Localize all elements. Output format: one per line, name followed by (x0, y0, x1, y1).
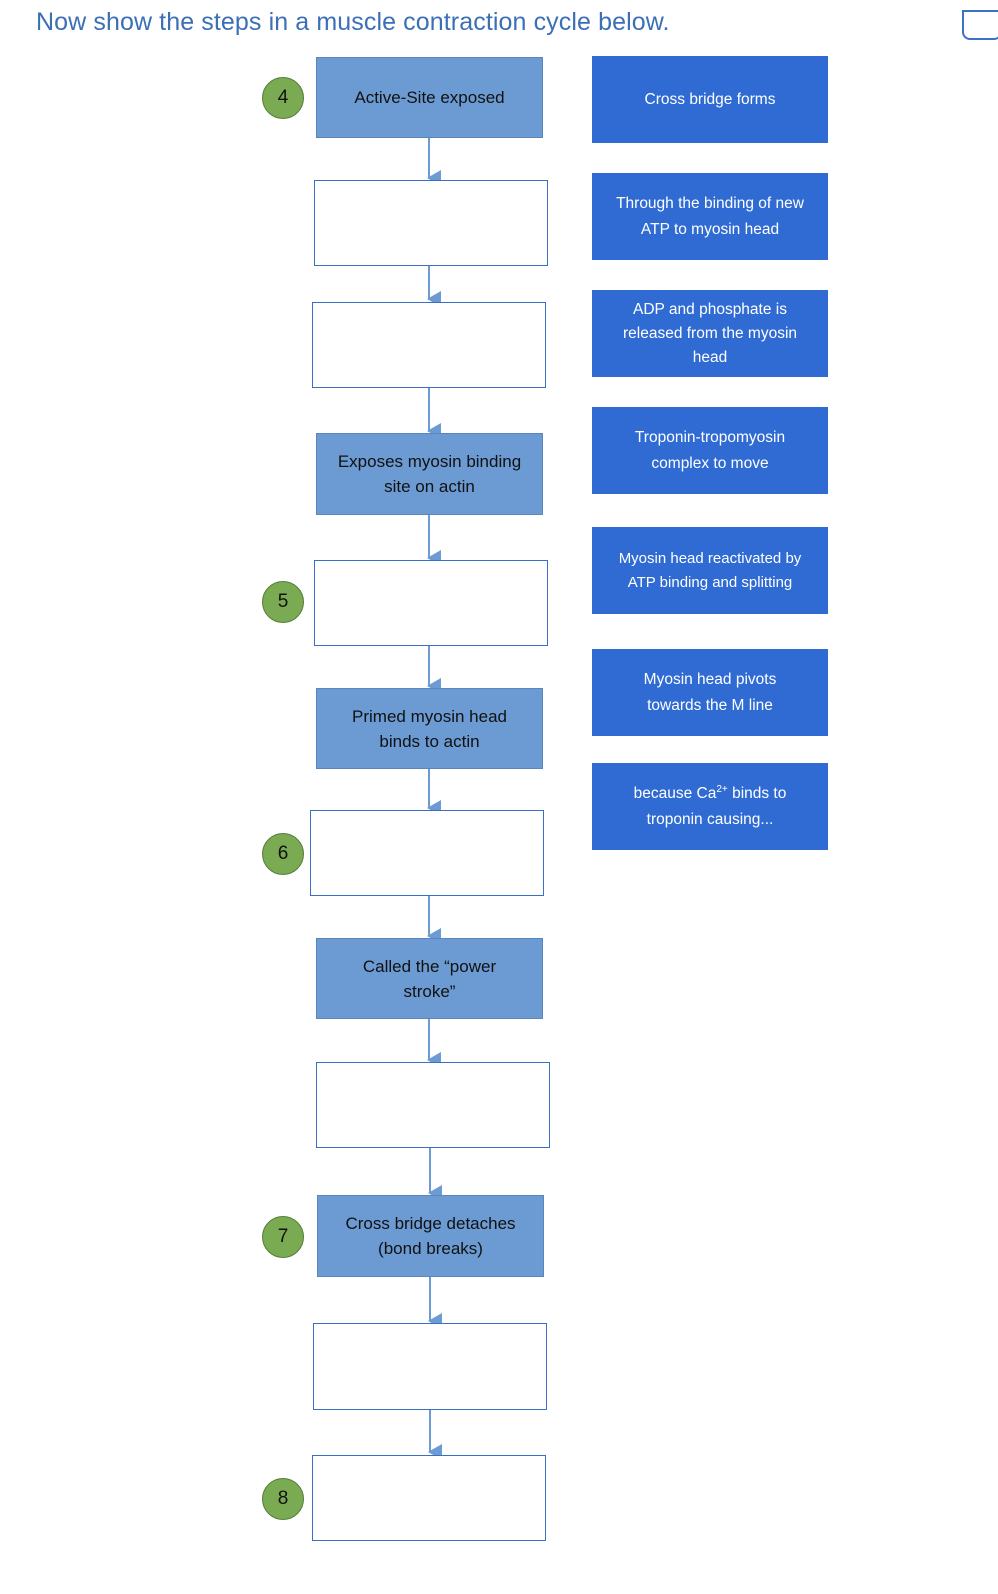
step-number-badge: 8 (262, 1478, 304, 1520)
flow-step: Exposes myosin binding site on actin (316, 433, 543, 515)
draggable-option[interactable]: Through the binding of new ATP to myosin… (592, 173, 828, 260)
step-number-badge: 6 (262, 833, 304, 875)
drop-slot[interactable] (310, 810, 544, 896)
draggable-option[interactable]: ADP and phosphate is released from the m… (592, 290, 828, 377)
drop-slot[interactable] (316, 1062, 550, 1148)
drop-slot[interactable] (312, 1455, 546, 1541)
draggable-option[interactable]: Myosin head reactivated by ATP binding a… (592, 527, 828, 614)
draggable-option[interactable]: Myosin head pivots towards the M line (592, 649, 828, 736)
drop-slot[interactable] (314, 180, 548, 266)
draggable-option[interactable]: Cross bridge forms (592, 56, 828, 143)
step-number-badge: 4 (262, 77, 304, 119)
step-number-badge: 7 (262, 1216, 304, 1258)
draggable-option[interactable]: Troponin-tropomyosin complex to move (592, 407, 828, 494)
flow-step: Called the “power stroke” (316, 938, 543, 1019)
drop-slot[interactable] (312, 302, 546, 388)
page-title: Now show the steps in a muscle contracti… (36, 8, 670, 36)
flow-step: Primed myosin head binds to actin (316, 688, 543, 769)
option-text: because Ca2+ binds to troponin causing..… (633, 783, 787, 828)
flow-step: Active-Site exposed (316, 57, 543, 138)
drop-slot[interactable] (314, 560, 548, 646)
drop-slot[interactable] (313, 1323, 547, 1410)
bookmark-icon[interactable] (962, 10, 998, 40)
step-number-badge: 5 (262, 581, 304, 623)
flow-step: Cross bridge detaches (bond breaks) (317, 1195, 544, 1277)
draggable-option[interactable]: because Ca2+ binds to troponin causing..… (592, 763, 828, 850)
